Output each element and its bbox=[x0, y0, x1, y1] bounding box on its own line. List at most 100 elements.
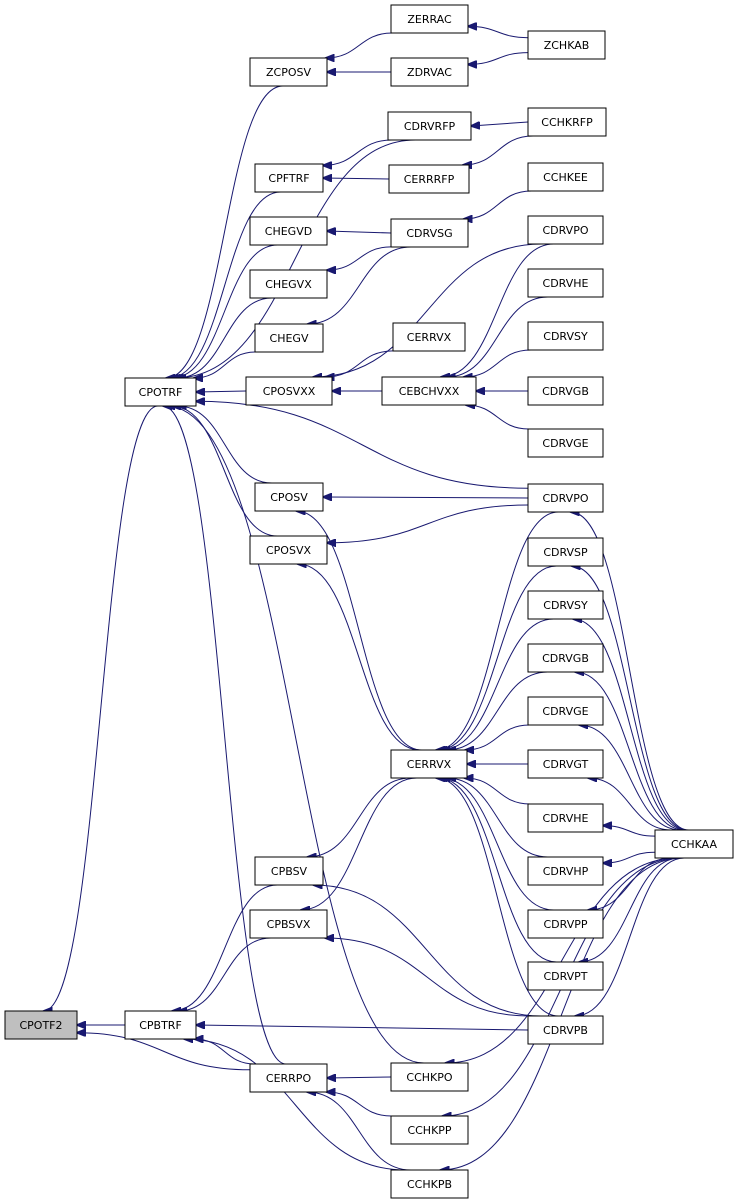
node-box[interactable] bbox=[249, 216, 328, 246]
node-box[interactable] bbox=[390, 1115, 469, 1145]
edge-zcposv-to-cpotrf bbox=[166, 85, 283, 378]
node-box[interactable] bbox=[390, 57, 469, 87]
node-cerrvx-2[interactable]: CERRVX bbox=[390, 749, 468, 779]
node-cpotrf[interactable]: CPOTRF bbox=[124, 377, 197, 407]
node-box[interactable] bbox=[527, 1015, 604, 1045]
node-cpotf2[interactable]: CPOTF2 bbox=[4, 1010, 78, 1040]
node-box[interactable] bbox=[245, 376, 333, 406]
node-zchkab[interactable]: ZCHKAB bbox=[527, 30, 606, 60]
node-box[interactable] bbox=[249, 909, 328, 939]
node-zerrac[interactable]: ZERRAC bbox=[390, 4, 469, 34]
node-cdrvhe-1[interactable]: CDRVHE bbox=[527, 268, 604, 298]
node-box[interactable] bbox=[124, 1010, 197, 1040]
node-box[interactable] bbox=[527, 909, 604, 939]
node-box[interactable] bbox=[390, 1062, 469, 1092]
node-box[interactable] bbox=[249, 57, 328, 87]
node-box[interactable] bbox=[654, 829, 734, 859]
node-box[interactable] bbox=[527, 215, 604, 245]
node-box[interactable] bbox=[527, 107, 607, 137]
node-box[interactable] bbox=[527, 749, 604, 779]
node-box[interactable] bbox=[527, 162, 604, 192]
node-box[interactable] bbox=[527, 643, 604, 673]
node-box[interactable] bbox=[527, 803, 604, 833]
node-cposvx[interactable]: CPOSVX bbox=[249, 535, 328, 565]
node-cdrvgt[interactable]: CDRVGT bbox=[527, 749, 604, 779]
node-cdrvhp[interactable]: CDRVHP bbox=[527, 856, 604, 886]
node-box[interactable] bbox=[249, 1063, 328, 1093]
node-box[interactable] bbox=[390, 749, 468, 779]
node-cchkaa[interactable]: CCHKAA bbox=[654, 829, 734, 859]
node-chegvd[interactable]: CHEGVD bbox=[249, 216, 328, 246]
node-box[interactable] bbox=[124, 377, 197, 407]
node-box[interactable] bbox=[390, 1169, 469, 1199]
edge-cchkaa-to-cdrvhe-2 bbox=[603, 826, 656, 837]
node-chegvx[interactable]: CHEGVX bbox=[249, 269, 328, 299]
node-box[interactable] bbox=[254, 163, 324, 193]
node-box[interactable] bbox=[254, 323, 324, 353]
node-box[interactable] bbox=[387, 111, 472, 141]
node-cpbsvx[interactable]: CPBSVX bbox=[249, 909, 328, 939]
node-cerrpo[interactable]: CERRPO bbox=[249, 1063, 328, 1093]
node-box[interactable] bbox=[4, 1010, 78, 1040]
node-cchkpp[interactable]: CCHKPP bbox=[390, 1115, 469, 1145]
node-cdrvrfp[interactable]: CDRVRFP bbox=[387, 111, 472, 141]
node-box[interactable] bbox=[392, 322, 466, 352]
node-cchkpb[interactable]: CCHKPB bbox=[390, 1169, 469, 1199]
node-cdrvge-1[interactable]: CDRVGE bbox=[527, 428, 604, 458]
node-cchkrfp[interactable]: CCHKRFP bbox=[527, 107, 607, 137]
node-cdrvsy-2[interactable]: CDRVSY bbox=[527, 590, 604, 620]
edge-cdrvpb-to-cpbsv bbox=[313, 885, 542, 1017]
node-label: CPOSVX bbox=[266, 544, 311, 557]
node-cdrvgb-2[interactable]: CDRVGB bbox=[527, 643, 604, 673]
node-cdrvgb-1[interactable]: CDRVGB bbox=[527, 376, 604, 406]
node-chegv[interactable]: CHEGV bbox=[254, 323, 324, 353]
node-box[interactable] bbox=[527, 590, 604, 620]
node-cpbtrf[interactable]: CPBTRF bbox=[124, 1010, 197, 1040]
edge-cdrvsy-2-to-cerrvx-2 bbox=[441, 618, 554, 750]
node-box[interactable] bbox=[388, 164, 470, 194]
node-cebchvxx[interactable]: CEBCHVXX bbox=[381, 376, 477, 406]
node-cerrrfp[interactable]: CERRRFP bbox=[388, 164, 470, 194]
node-box[interactable] bbox=[527, 30, 606, 60]
node-box[interactable] bbox=[527, 376, 604, 406]
node-zcposv[interactable]: ZCPOSV bbox=[249, 57, 328, 87]
node-box[interactable] bbox=[390, 218, 469, 248]
node-cdrvhe-2[interactable]: CDRVHE bbox=[527, 803, 604, 833]
node-box[interactable] bbox=[527, 696, 604, 726]
node-box[interactable] bbox=[527, 856, 604, 886]
node-cchkee[interactable]: CCHKEE bbox=[527, 162, 604, 192]
node-box[interactable] bbox=[390, 4, 469, 34]
node-cdrvsy-1[interactable]: CDRVSY bbox=[527, 321, 604, 351]
node-cchkpo[interactable]: CCHKPO bbox=[390, 1062, 469, 1092]
node-box[interactable] bbox=[249, 269, 328, 299]
node-cdrvpt[interactable]: CDRVPT bbox=[527, 961, 604, 991]
node-zdrvac[interactable]: ZDRVAC bbox=[390, 57, 469, 87]
edge-cchkrfp-to-cdrvrfp bbox=[471, 122, 529, 126]
node-label: CERRPO bbox=[266, 1072, 312, 1085]
node-cerrvx-1[interactable]: CERRVX bbox=[392, 322, 466, 352]
node-cdrvpo-1[interactable]: CDRVPO bbox=[527, 215, 604, 245]
node-cdrvpo-2[interactable]: CDRVPO bbox=[527, 483, 604, 513]
node-cdrvge-2[interactable]: CDRVGE bbox=[527, 696, 604, 726]
node-box[interactable] bbox=[527, 961, 604, 991]
node-cposvxx[interactable]: CPOSVXX bbox=[245, 376, 333, 406]
node-box[interactable] bbox=[254, 482, 324, 512]
node-cpbsv[interactable]: CPBSV bbox=[254, 856, 324, 886]
edge-cchkaa-to-cdrvpb bbox=[575, 857, 685, 1016]
node-cdrvpp[interactable]: CDRVPP bbox=[527, 909, 604, 939]
node-cpftrf[interactable]: CPFTRF bbox=[254, 163, 324, 193]
node-cdrvsg[interactable]: CDRVSG bbox=[390, 218, 469, 248]
node-box[interactable] bbox=[527, 321, 604, 351]
edge-cdrvpt-to-cerrvx-2 bbox=[438, 778, 557, 963]
node-cposv[interactable]: CPOSV bbox=[254, 482, 324, 512]
node-cdrvsp[interactable]: CDRVSP bbox=[527, 537, 604, 567]
node-box[interactable] bbox=[249, 535, 328, 565]
node-cdrvpb[interactable]: CDRVPB bbox=[527, 1015, 604, 1045]
node-box[interactable] bbox=[527, 483, 604, 513]
node-box[interactable] bbox=[527, 537, 604, 567]
node-box[interactable] bbox=[381, 376, 477, 406]
node-box[interactable] bbox=[527, 268, 604, 298]
node-box[interactable] bbox=[527, 428, 604, 458]
edge-cdrvpo-2-to-cerrvx-2 bbox=[436, 511, 559, 750]
node-box[interactable] bbox=[254, 856, 324, 886]
